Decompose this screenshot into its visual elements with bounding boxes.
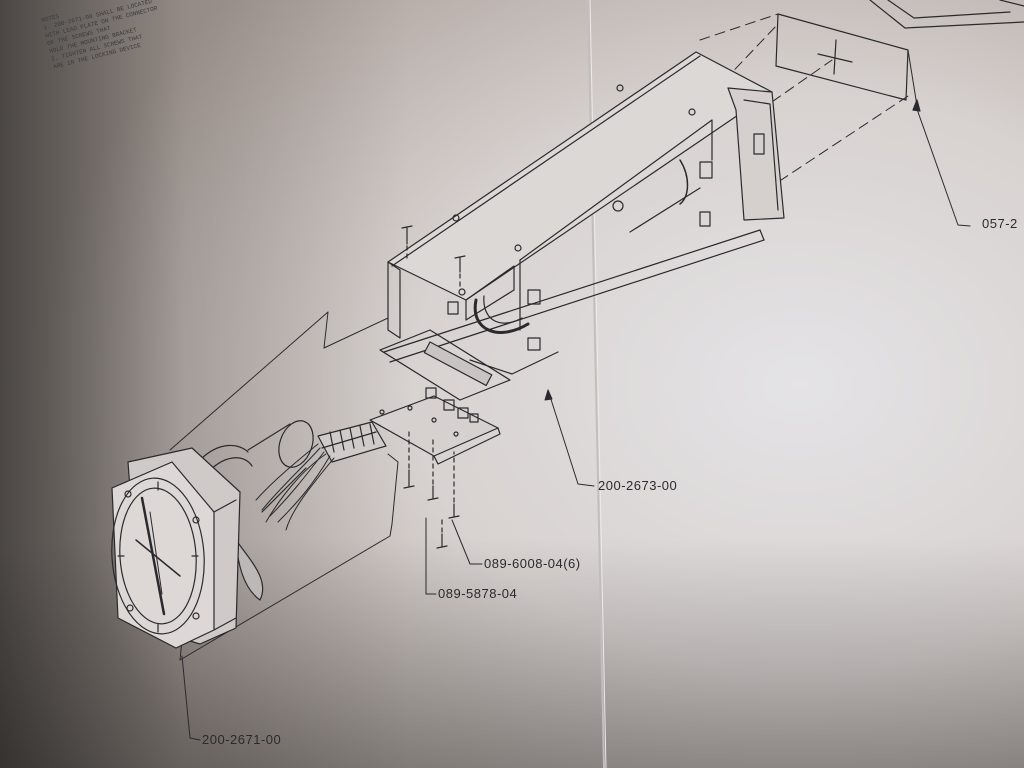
svg-text:NOTES: NOTES <box>41 13 61 24</box>
window-plate <box>775 13 971 227</box>
housing-bracket <box>379 51 785 401</box>
motor-cylinder <box>199 420 314 601</box>
callout-screw-single: 089-5878-04 <box>438 586 517 601</box>
lower-screws <box>403 429 460 549</box>
callout-bracket-assembly: 200-2673-00 <box>598 478 677 493</box>
leader-lines <box>181 389 595 741</box>
callout-indicator: 200-2671-00 <box>202 732 281 747</box>
top-screws <box>401 225 466 291</box>
callout-screw-six: 089-6008-04(6) <box>484 556 581 571</box>
wire-bundle <box>255 443 335 531</box>
indicator-instrument <box>111 447 241 649</box>
callout-window: 057-2 <box>982 216 1018 231</box>
circuit-board <box>369 387 501 465</box>
connector-plug <box>317 421 387 463</box>
notes-block: NOTES 1. 200-2671-00 SHALL BE LOCATED WI… <box>41 0 159 71</box>
upper-right-part <box>869 0 1024 29</box>
